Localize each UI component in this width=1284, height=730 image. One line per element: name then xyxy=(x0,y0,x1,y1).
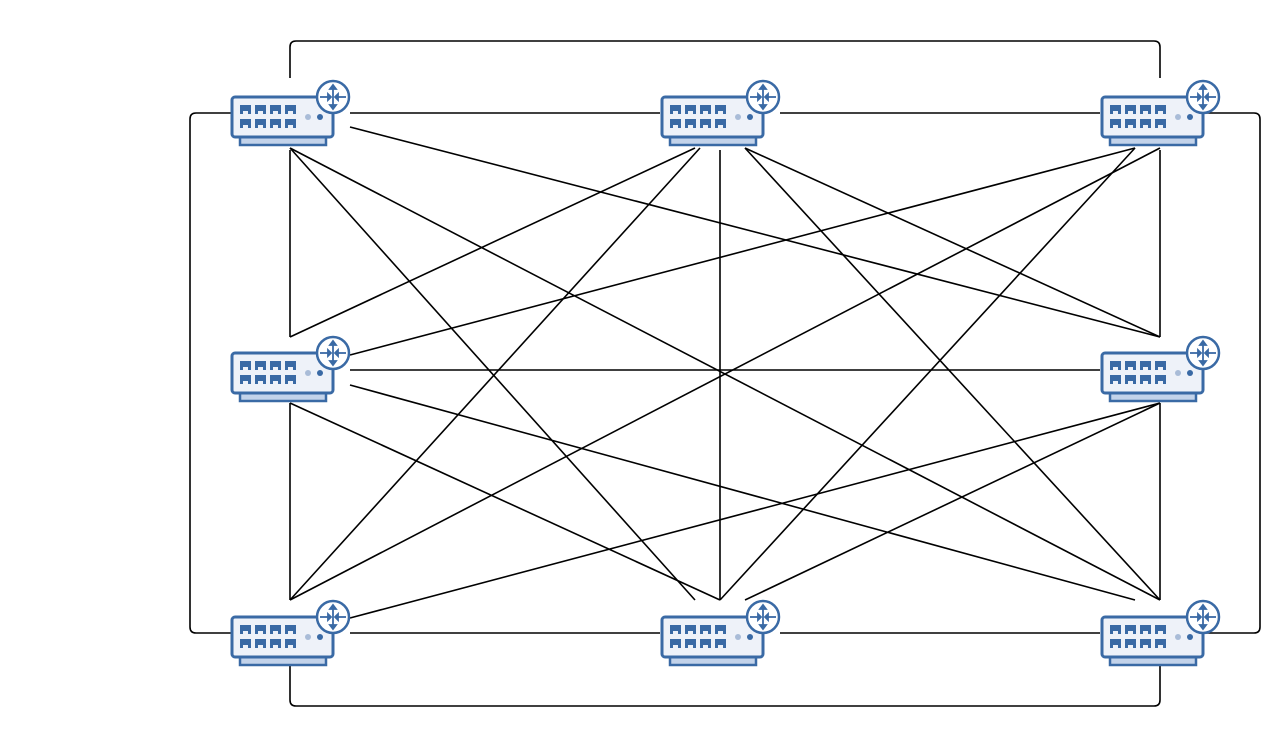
link-top-right-to-bottom-right xyxy=(1205,112,1261,634)
link-middle-left-to-bottom-center xyxy=(289,402,721,601)
link-middle-right-to-bottom-center xyxy=(744,402,1161,601)
link-top-right-to-bottom-left xyxy=(289,147,1161,601)
link-middle-right-to-bottom-left xyxy=(349,402,1161,619)
link-top-center-to-bottom-right xyxy=(744,147,1161,601)
link-bottom-left-to-bottom-right xyxy=(289,665,1161,707)
nodes xyxy=(230,79,1221,667)
link-top-left-to-middle-right xyxy=(349,126,1161,338)
link-top-right-to-middle-left xyxy=(349,147,1136,356)
layer3-switch-icon[interactable] xyxy=(230,335,351,403)
link-middle-left-to-bottom-right xyxy=(349,384,1136,601)
link-top-center-to-bottom-left xyxy=(289,147,701,601)
link-top-right-to-bottom-center xyxy=(719,147,1136,601)
link-top-center-to-middle-right xyxy=(744,147,1161,338)
link-top-left-to-bottom-center xyxy=(289,147,696,601)
links xyxy=(189,40,1261,707)
layer3-switch-icon[interactable] xyxy=(660,599,781,667)
layer3-switch-icon[interactable] xyxy=(1100,335,1221,403)
link-top-center-to-middle-left xyxy=(289,147,696,338)
layer3-switch-icon[interactable] xyxy=(1100,79,1221,147)
link-top-left-to-top-right xyxy=(289,40,1161,78)
link-top-left-to-bottom-left xyxy=(189,112,232,634)
layer3-switch-icon[interactable] xyxy=(230,79,351,147)
layer3-switch-icon[interactable] xyxy=(660,79,781,147)
layer3-switch-icon[interactable] xyxy=(1100,599,1221,667)
layer3-switch-icon[interactable] xyxy=(230,599,351,667)
